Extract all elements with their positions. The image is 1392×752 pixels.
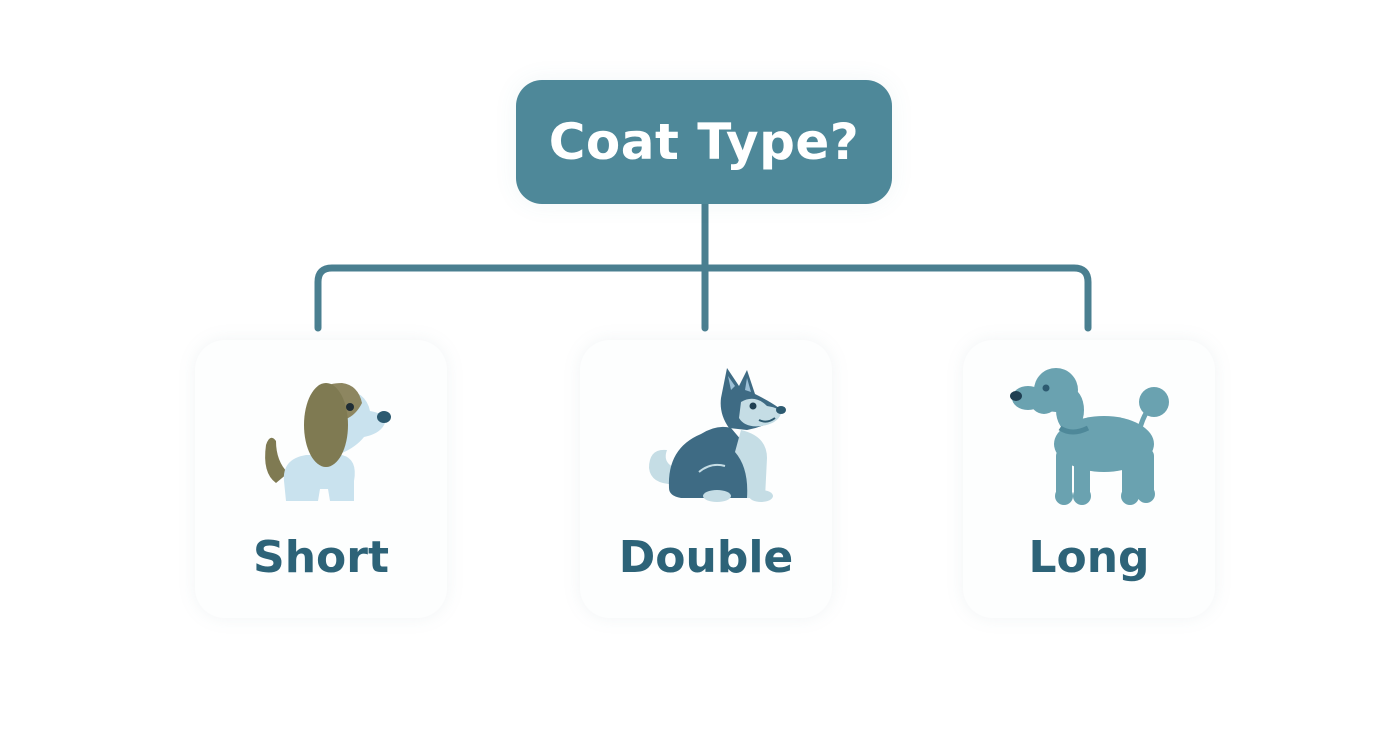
branch-card-double: Double (580, 340, 832, 618)
branch-card-short: Short (195, 340, 447, 618)
branch-label-short: Short (253, 532, 389, 583)
husky-dog-icon (580, 358, 832, 508)
branch-label-double: Double (618, 532, 794, 583)
branch-card-long: Long (963, 340, 1215, 618)
beagle-dog-icon (195, 358, 447, 508)
poodle-dog-icon (963, 358, 1215, 508)
branch-connector (314, 264, 1092, 332)
root-node-label: Coat Type? (548, 113, 860, 171)
root-node-coat-type: Coat Type? (516, 80, 892, 204)
branch-label-long: Long (1028, 532, 1150, 583)
